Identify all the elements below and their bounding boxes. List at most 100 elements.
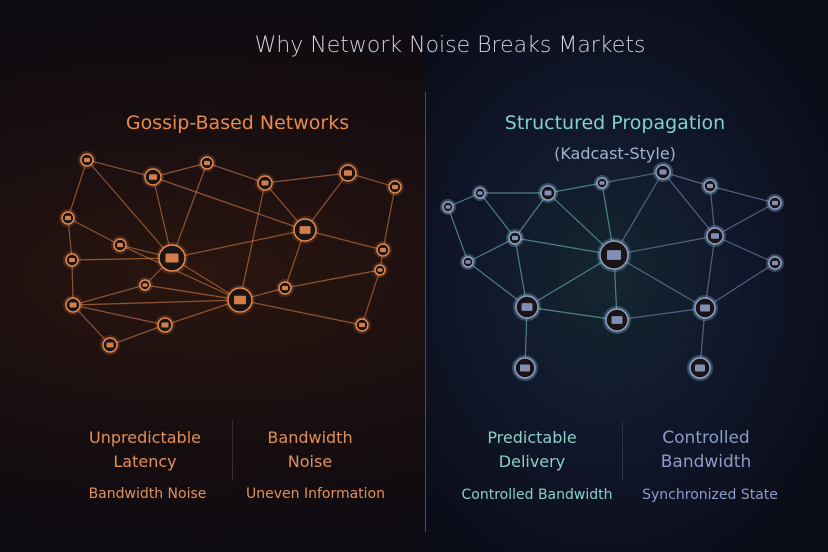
node-box-icon [465, 260, 471, 264]
node-box-icon [512, 235, 518, 241]
network-link [613, 254, 706, 309]
network-link [514, 192, 549, 239]
network-link [662, 171, 711, 187]
network-link [86, 159, 173, 259]
network-link [109, 324, 166, 346]
node-box-icon [161, 322, 169, 328]
network-link [547, 182, 603, 194]
feature-line: Bandwidth [267, 428, 353, 447]
network-link [72, 284, 146, 306]
node-box-icon [695, 364, 705, 372]
network-link [613, 171, 664, 256]
network-link [67, 217, 121, 246]
network-link [72, 304, 166, 326]
node-box-icon [204, 160, 210, 166]
network-link [239, 299, 363, 326]
network-link [152, 162, 208, 178]
caption: Uneven Information [246, 486, 385, 502]
network-link [67, 217, 73, 261]
network-link [526, 254, 615, 308]
node-box-icon [772, 200, 778, 206]
gossip-network-diagram [59, 151, 404, 355]
node-box-icon [117, 242, 123, 248]
node-box-icon [477, 191, 483, 195]
network-link [714, 202, 776, 237]
network-link [284, 269, 381, 289]
node-box-icon [599, 181, 605, 185]
caption: Controlled Bandwidth [461, 487, 613, 503]
node-box-icon [165, 253, 179, 263]
feature-separator [232, 420, 233, 480]
node-box-icon [611, 316, 623, 324]
network-link [152, 176, 306, 231]
node-box-icon [392, 184, 398, 190]
node-box-icon [659, 169, 667, 175]
network-link [447, 192, 481, 208]
node-box-icon [380, 247, 386, 253]
node-box-icon [445, 205, 451, 209]
left-heading: Gossip-Based Networks [125, 112, 350, 134]
node-box-icon [544, 190, 552, 196]
feature-line: Bandwidth [660, 452, 752, 472]
network-link [152, 176, 173, 259]
feature-bandwidth-noise: Bandwidth Noise [240, 426, 380, 474]
caption: Bandwidth Noise [88, 486, 207, 502]
node-box-icon [359, 322, 365, 328]
caption: Synchronized State [642, 487, 778, 503]
network-link [86, 159, 154, 178]
node-box-icon [69, 257, 75, 263]
network-link [304, 229, 384, 251]
node-box-icon [607, 250, 621, 260]
network-link [304, 172, 349, 231]
panel-divider [425, 92, 426, 532]
feature-separator [622, 420, 623, 480]
feature-line: Unpredictable [89, 428, 201, 447]
node-box-icon [149, 174, 157, 180]
node-box-icon [772, 260, 778, 266]
node-box-icon [377, 268, 383, 272]
network-link [164, 299, 241, 326]
feature-line: Predictable [487, 428, 577, 447]
network-link [613, 235, 716, 256]
feature-line: Delivery [498, 452, 566, 471]
network-link [361, 269, 381, 326]
network-link [547, 192, 615, 256]
node-box-icon [65, 215, 71, 221]
network-link [467, 261, 528, 308]
node-box-icon [69, 302, 77, 308]
structured-network-diagram [440, 162, 784, 381]
network-link [119, 244, 241, 301]
network-link [206, 162, 266, 184]
network-link [704, 262, 776, 309]
network-link [526, 306, 618, 321]
network-link [264, 172, 349, 184]
right-subheading: (Kadcast-Style) [554, 144, 676, 163]
page-title: Why Network Noise Breaks Markets [254, 33, 646, 58]
network-link [72, 304, 111, 346]
network-link [709, 185, 776, 204]
feature-controlled-bandwidth: Controlled Bandwidth [636, 426, 776, 474]
node-box-icon [700, 304, 710, 312]
feature-line: Controlled [662, 428, 750, 448]
network-link [714, 235, 776, 264]
network-link [616, 307, 706, 321]
node-box-icon [261, 180, 269, 186]
node-box-icon [711, 233, 719, 239]
feature-line: Latency [113, 452, 177, 471]
network-link [67, 159, 88, 219]
network-link [171, 162, 208, 259]
node-box-icon [299, 226, 311, 234]
node-box-icon [520, 364, 530, 372]
network-link [72, 299, 241, 306]
node-box-icon [344, 170, 352, 176]
network-link [467, 237, 516, 263]
feature-line: Noise [287, 452, 333, 471]
right-panel-background [426, 0, 828, 552]
node-box-icon [521, 303, 533, 311]
network-link [601, 171, 664, 184]
node-box-icon [282, 285, 288, 291]
network-link [479, 192, 516, 239]
network-link [662, 171, 716, 237]
